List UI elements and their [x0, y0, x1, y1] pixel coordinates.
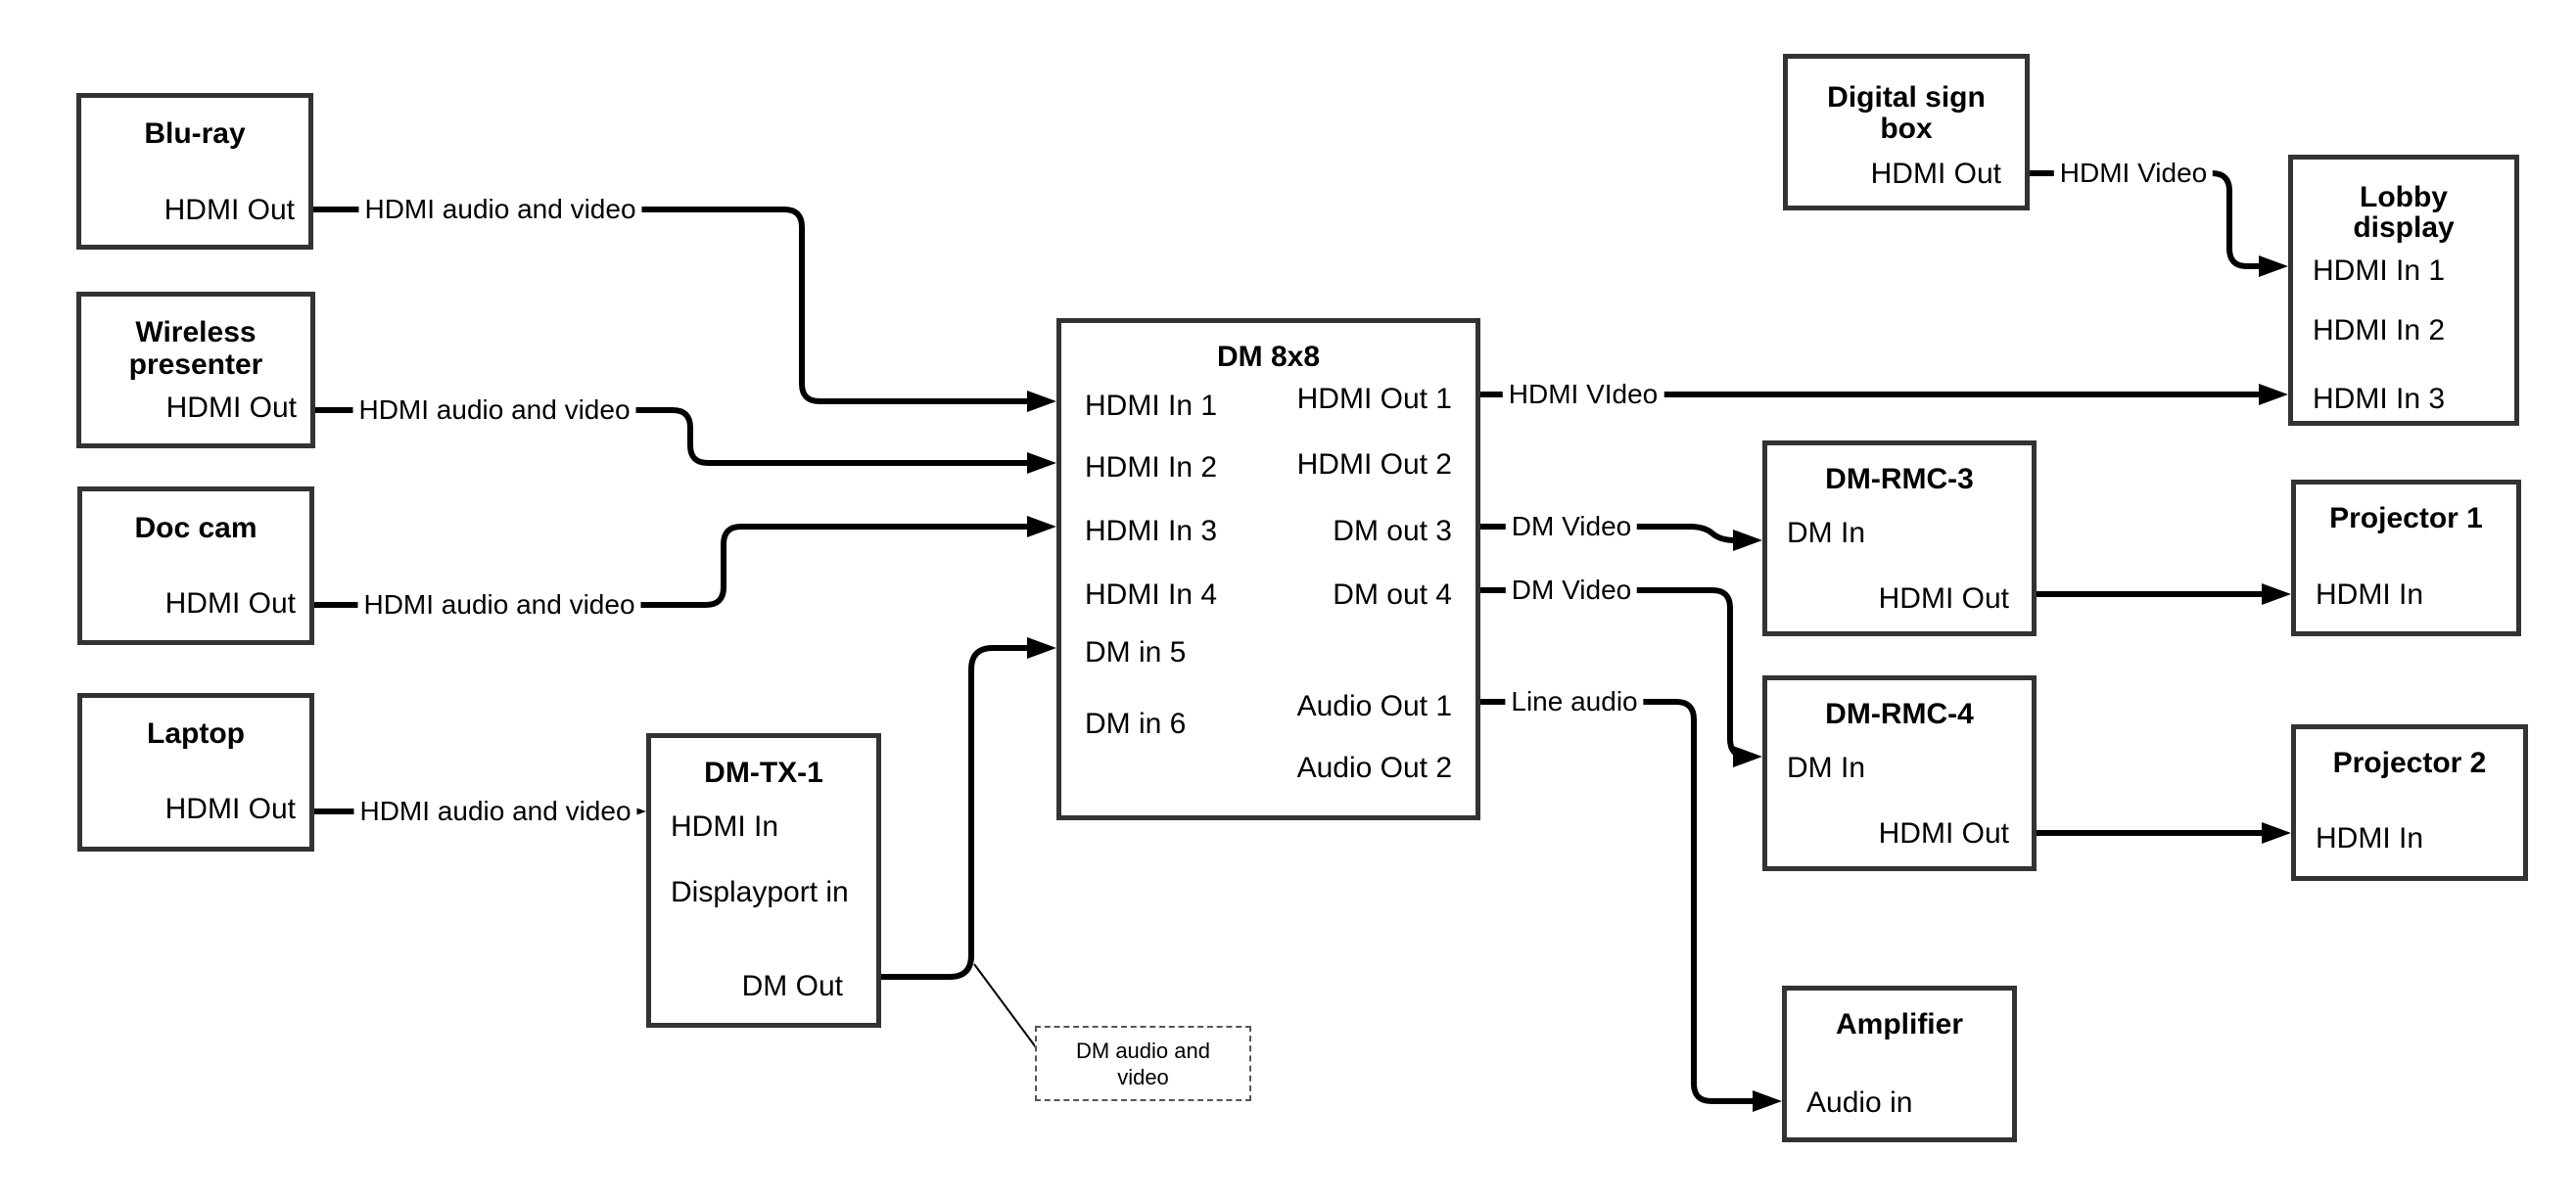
- port-hdmi-out: HDMI Out: [1878, 582, 2009, 615]
- port-hdmi-in-3: HDMI In 3: [1085, 515, 1218, 547]
- wire-dm-out3-to-rmc3: [1480, 524, 1739, 543]
- port-hdmi-in-1: HDMI In 1: [2313, 254, 2446, 287]
- node-wireless-presenter: Wireless presenter HDMI Out: [76, 292, 315, 448]
- port-hdmi-in-2: HDMI In 2: [2313, 314, 2446, 346]
- port-hdmi-in-2: HDMI In 2: [1085, 451, 1218, 484]
- port-displayport-in: Displayport in: [671, 876, 849, 908]
- arrow-into-hdmi-in-1: [1027, 391, 1056, 412]
- port-dm-in: DM In: [1787, 517, 1866, 549]
- node-title-line2: box: [1880, 113, 1933, 145]
- node-dm-rmc-3: DM-RMC-3 DM In HDMI Out: [1762, 440, 2037, 636]
- port-audio-out-1: Audio Out 1: [1296, 690, 1452, 722]
- wire-sign-to-lobby: [2030, 170, 2265, 269]
- node-title-line2: presenter: [128, 348, 263, 381]
- node-title-line2: display: [2353, 211, 2455, 244]
- node-title: Amplifier: [1835, 1008, 1964, 1040]
- port-hdmi-in: HDMI In: [671, 810, 779, 843]
- port-dm-in: DM In: [1787, 752, 1866, 784]
- callout-line2: video: [1117, 1064, 1169, 1089]
- port-dm-out: DM Out: [741, 970, 843, 1002]
- node-title: Blu-ray: [144, 117, 246, 150]
- node-doc-cam: Doc cam HDMI Out: [77, 486, 314, 645]
- wire-wireless-to-hdmi-in-2: [315, 407, 1033, 466]
- node-lobby-display: Lobby display HDMI In 1 HDMI In 2 HDMI I…: [2288, 155, 2519, 426]
- wire-label-dm-video-out3: DM Video: [1505, 510, 1638, 543]
- node-projector-2: Projector 2 HDMI In: [2291, 724, 2528, 881]
- port-hdmi-in-3: HDMI In 3: [2313, 383, 2446, 415]
- arrow-into-proj2-hdmi-in: [2262, 822, 2291, 844]
- node-title: Projector 1: [2329, 502, 2483, 534]
- port-audio-in: Audio in: [1806, 1086, 1913, 1119]
- node-title: Laptop: [147, 717, 245, 750]
- node-dm-8x8: DM 8x8 HDMI In 1 HDMI In 2 HDMI In 3 HDM…: [1056, 318, 1480, 820]
- node-digital-sign-box: Digital sign box HDMI Out: [1783, 54, 2030, 210]
- port-dm-in-5: DM in 5: [1085, 636, 1187, 669]
- arrow-into-proj1-hdmi-in: [2262, 583, 2291, 605]
- port-hdmi-out: HDMI Out: [164, 194, 295, 226]
- arrow-into-lobby-hdmi-in-3: [2259, 384, 2288, 405]
- port-hdmi-out: HDMI Out: [165, 392, 297, 424]
- wire-bluray-to-hdmi-in-1: [313, 207, 1033, 404]
- node-title: DM-RMC-4: [1825, 698, 1974, 730]
- wire-dm-out4-to-rmc4: [1480, 587, 1749, 760]
- wire-audio-out1-to-amp: [1480, 699, 1758, 1104]
- port-hdmi-out: HDMI Out: [1878, 817, 2009, 850]
- wire-label-hdmi-video-sign: HDMI Video: [2053, 157, 2214, 190]
- node-laptop: Laptop HDMI Out: [77, 693, 314, 852]
- node-title-line1: Digital sign: [1827, 81, 1986, 114]
- port-dm-out-4: DM out 4: [1333, 578, 1452, 611]
- port-hdmi-out: HDMI Out: [164, 793, 296, 825]
- arrow-into-hdmi-in-2: [1027, 452, 1056, 474]
- port-dm-in-6: DM in 6: [1085, 708, 1187, 740]
- node-title: Projector 2: [2332, 747, 2487, 779]
- port-hdmi-in-4: HDMI In 4: [1085, 578, 1218, 611]
- node-title: DM 8x8: [1216, 341, 1321, 373]
- arrow-into-dm-in-5: [1027, 637, 1056, 659]
- callout-line1: DM audio and: [1076, 1038, 1210, 1063]
- wire-dmtx1-to-dm-in-5: [881, 645, 1033, 980]
- node-amplifier: Amplifier Audio in: [1782, 986, 2017, 1142]
- port-hdmi-out: HDMI Out: [164, 587, 296, 620]
- wire-label-wireless: HDMI audio and video: [352, 393, 636, 427]
- node-title-line1: Wireless: [135, 316, 257, 348]
- port-hdmi-out: HDMI Out: [1870, 158, 2001, 190]
- node-title: DM-RMC-3: [1825, 463, 1974, 495]
- port-hdmi-out-1: HDMI Out 1: [1296, 383, 1452, 415]
- callout-leader-line: [973, 963, 1037, 1048]
- node-dm-tx-1: DM-TX-1 HDMI In Displayport in DM Out: [646, 733, 881, 1028]
- wire-label-line-audio: Line audio: [1505, 685, 1644, 718]
- port-hdmi-in: HDMI In: [2316, 822, 2424, 855]
- arrow-into-rmc4-dm-in: [1733, 746, 1762, 767]
- node-title: DM-TX-1: [704, 757, 823, 789]
- node-title-line1: Lobby: [2360, 181, 2448, 213]
- arrow-into-rmc3-dm-in: [1733, 530, 1762, 551]
- node-bluray: Blu-ray HDMI Out: [76, 93, 313, 250]
- arrow-into-hdmi-in-3: [1027, 516, 1056, 537]
- wire-doccam-to-hdmi-in-3: [314, 524, 1033, 608]
- port-audio-out-2: Audio Out 2: [1296, 752, 1452, 784]
- node-title: Doc cam: [134, 512, 258, 544]
- wire-label-doccam: HDMI audio and video: [357, 588, 641, 622]
- wire-label-dm-video-out4: DM Video: [1505, 574, 1638, 607]
- node-projector-1: Projector 1 HDMI In: [2291, 480, 2521, 636]
- arrow-into-lobby-hdmi-in-1: [2259, 255, 2288, 277]
- port-hdmi-in: HDMI In: [2316, 578, 2424, 611]
- node-dm-rmc-4: DM-RMC-4 DM In HDMI Out: [1762, 675, 2037, 871]
- wire-label-bluray: HDMI audio and video: [358, 193, 642, 226]
- port-dm-out-3: DM out 3: [1333, 515, 1452, 547]
- callout-dm-audio-video: DM audio and video: [1035, 1026, 1251, 1101]
- wire-label-laptop: HDMI audio and video: [353, 795, 637, 828]
- port-hdmi-out-2: HDMI Out 2: [1296, 448, 1452, 481]
- port-hdmi-in-1: HDMI In 1: [1085, 390, 1218, 422]
- arrow-into-amp-audio-in: [1753, 1090, 1782, 1112]
- wire-label-hdmi-video-out1: HDMI VIdeo: [1502, 378, 1664, 411]
